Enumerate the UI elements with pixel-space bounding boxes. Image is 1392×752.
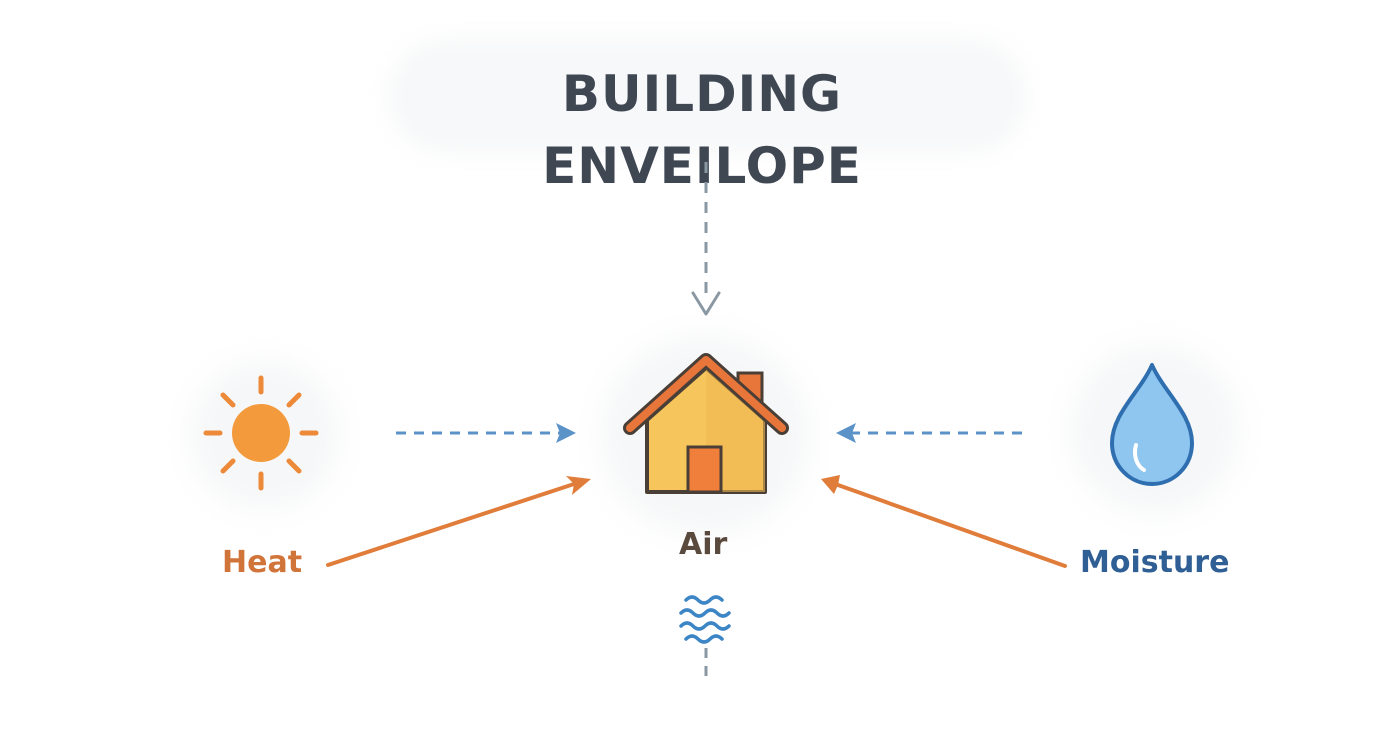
moisture-arrow	[821, 475, 1067, 568]
right-dashed-arrow	[836, 423, 1022, 443]
top-dashed-arrow	[691, 162, 721, 316]
house-icon	[623, 353, 789, 494]
moisture-label: Moisture	[1080, 545, 1230, 580]
page-title: BUILDING ENVEILOPE	[542, 65, 862, 195]
water-drop-icon	[1110, 363, 1194, 486]
heat-arrow	[326, 476, 591, 567]
heat-label: Heat	[222, 545, 303, 580]
air-wave-icon	[679, 595, 731, 644]
title-backdrop	[388, 38, 1028, 154]
left-dashed-arrow	[396, 423, 576, 443]
sun-icon	[203, 375, 319, 491]
air-label: Air	[679, 527, 728, 562]
